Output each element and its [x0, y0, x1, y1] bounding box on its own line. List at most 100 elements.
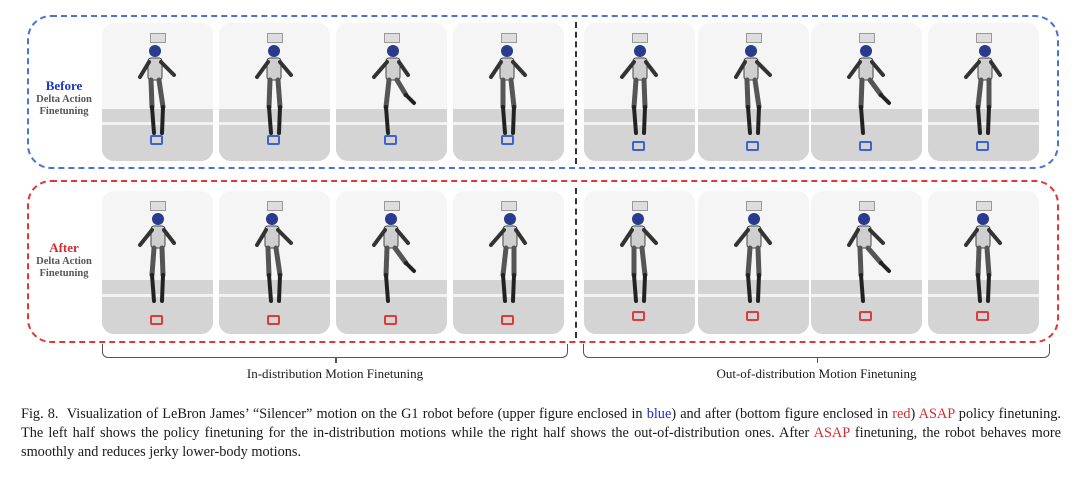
wall-sign: [632, 33, 648, 43]
robot-figure: [489, 45, 527, 135]
foot-highlight-box: [150, 135, 163, 145]
wall-sign: [267, 33, 283, 43]
foot-highlight-box: [746, 311, 759, 321]
robot-figure: [964, 45, 1002, 135]
after-frame: [584, 191, 695, 334]
caption-part4: policy finetuning. The left half shows t…: [21, 406, 1062, 441]
robot-figure: [372, 45, 416, 135]
before-frame: [219, 23, 330, 161]
wall-sign: [976, 33, 992, 43]
wall-sign: [267, 201, 283, 211]
wall-sign: [746, 201, 762, 211]
floor-stripe: [698, 122, 809, 126]
after-group-box: [27, 180, 1059, 343]
before-frame: [811, 23, 922, 161]
backdrop-floor: [219, 108, 330, 161]
backdrop-floor: [928, 108, 1039, 161]
in-distribution-label: In-distribution Motion Finetuning: [246, 366, 424, 381]
before-frame: [102, 23, 213, 161]
robot-figure: [620, 45, 658, 135]
after-subtitle-1: Delta Action: [36, 256, 92, 267]
wall-sign: [632, 201, 648, 211]
backdrop-floor: [928, 279, 1039, 334]
robot-figure: [734, 45, 772, 135]
foot-highlight-box: [384, 315, 397, 325]
floor-stripe: [219, 293, 330, 297]
robot-figure: [255, 213, 293, 303]
before-divider: [575, 22, 577, 164]
caption-asap-1: ASAP: [918, 406, 955, 422]
after-frame: [453, 191, 564, 334]
robot-figure: [138, 45, 176, 135]
foot-highlight-box: [267, 135, 280, 145]
robot-figure: [847, 45, 891, 135]
foot-highlight-box: [976, 141, 989, 151]
floor-stripe: [811, 122, 922, 126]
floor-stripe: [219, 122, 330, 126]
in-distribution-brace: [102, 344, 568, 363]
figure-caption: Fig. 8. Visualization of LeBron James’ “…: [21, 405, 1061, 462]
caption-part5: finetuning, the robot behaves more smoot…: [21, 425, 1061, 460]
wall-sign: [384, 33, 400, 43]
foot-highlight-box: [501, 315, 514, 325]
foot-highlight-box: [267, 315, 280, 325]
floor-stripe: [102, 293, 213, 297]
floor-stripe: [336, 122, 447, 126]
robot-figure: [847, 213, 891, 303]
before-row-label: Before Delta Action Finetuning: [30, 78, 98, 118]
floor-stripe: [584, 293, 695, 297]
before-frame: [928, 23, 1039, 161]
floor-stripe: [928, 122, 1039, 126]
backdrop-floor: [584, 108, 695, 161]
before-frame: [336, 23, 447, 161]
robot-figure: [620, 213, 658, 303]
robot-figure: [734, 213, 772, 303]
backdrop-floor: [102, 108, 213, 161]
before-frame: [698, 23, 809, 161]
after-subtitle-2: Finetuning: [39, 268, 89, 279]
wall-sign: [150, 201, 166, 211]
after-frame: [698, 191, 809, 334]
backdrop-floor: [336, 108, 447, 161]
floor-stripe: [698, 293, 809, 297]
backdrop-floor: [811, 279, 922, 334]
before-frame: [584, 23, 695, 161]
wall-sign: [150, 33, 166, 43]
caption-blue-word: blue: [646, 406, 672, 422]
robot-figure: [964, 213, 1002, 303]
wall-sign: [859, 201, 875, 211]
floor-stripe: [453, 293, 564, 297]
foot-highlight-box: [150, 315, 163, 325]
after-title: After: [49, 240, 79, 255]
after-divider: [575, 188, 577, 338]
backdrop-floor: [811, 108, 922, 161]
foot-highlight-box: [501, 135, 514, 145]
after-frame: [102, 191, 213, 334]
foot-highlight-box: [859, 141, 872, 151]
before-frame: [453, 23, 564, 161]
foot-highlight-box: [632, 311, 645, 321]
caption-asap-2: ASAP: [813, 425, 850, 441]
robot-figure: [255, 45, 293, 135]
caption-fig-label: Fig. 8.: [21, 406, 59, 422]
foot-highlight-box: [746, 141, 759, 151]
caption-part1: Visualization of LeBron James’ “Silencer…: [66, 406, 647, 422]
after-frame: [811, 191, 922, 334]
wall-sign: [501, 201, 517, 211]
floor-stripe: [102, 122, 213, 126]
out-of-distribution-label: Out-of-distribution Motion Finetuning: [716, 366, 917, 381]
after-frame: [928, 191, 1039, 334]
wall-sign: [859, 33, 875, 43]
after-row-label: After Delta Action Finetuning: [30, 240, 98, 280]
caption-part3: ): [910, 406, 916, 422]
caption-red-word: red: [892, 406, 911, 422]
backdrop-floor: [698, 279, 809, 334]
after-frame: [336, 191, 447, 334]
robot-figure: [489, 213, 527, 303]
foot-highlight-box: [384, 135, 397, 145]
foot-highlight-box: [632, 141, 645, 151]
robot-figure: [372, 213, 416, 303]
wall-sign: [384, 201, 400, 211]
before-subtitle-2: Finetuning: [39, 106, 89, 117]
foot-highlight-box: [976, 311, 989, 321]
